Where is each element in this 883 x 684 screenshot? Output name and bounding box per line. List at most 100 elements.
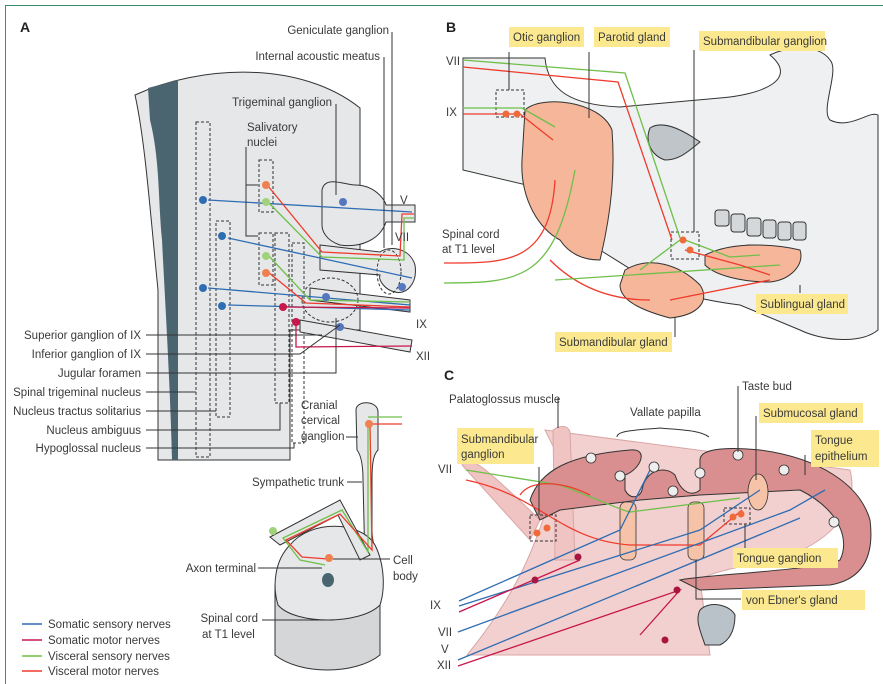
highlight xyxy=(733,548,838,568)
nerve-path-vm xyxy=(443,179,651,301)
nucleus-tractus-solitarius-box xyxy=(215,220,231,418)
label-inferior-ganglion-ix: Inferior ganglion of IX xyxy=(32,349,142,361)
nerve-path-sm xyxy=(282,306,411,309)
label-spinal-cord-line2: at T1 level xyxy=(202,629,255,641)
label-sympathetic-trunk: Sympathetic trunk xyxy=(252,477,344,489)
neuron-markers xyxy=(199,181,406,331)
neuron-star-icon xyxy=(269,527,277,535)
highlight xyxy=(759,403,863,423)
label-submandibular-gland: Submandibular gland xyxy=(559,337,668,349)
label-hypoglossal-nucleus: Hypoglossal nucleus xyxy=(36,443,142,455)
panel-a: A xyxy=(13,19,430,671)
nerve-path-vm xyxy=(465,479,743,546)
nerve-path-vm xyxy=(267,271,411,308)
ganglion-cell-icon xyxy=(502,110,510,118)
neuron-star-icon xyxy=(365,420,373,428)
nerve-path-vs xyxy=(267,201,414,261)
nerve-path-vs xyxy=(443,169,781,284)
nerve-path-ss xyxy=(457,517,801,661)
label-cell-body-line2: body xyxy=(393,571,418,583)
central-canal xyxy=(322,573,334,587)
highlight xyxy=(457,428,534,464)
label-nerve-v: V xyxy=(441,644,449,656)
motor-terminal-icon xyxy=(574,553,582,561)
sensory-terminal-icon xyxy=(199,284,207,292)
nerve-path-sm xyxy=(295,320,413,348)
label-nucleus-ambiguus: Nucleus ambiguus xyxy=(46,425,141,437)
label-cranial-cervical-ganglion: Cranial xyxy=(301,400,337,412)
leader xyxy=(146,318,337,374)
ganglion-cell-icon xyxy=(398,283,406,291)
label-spinal-trigeminal-nucleus: Spinal trigeminal nucleus xyxy=(13,387,141,399)
label-tongue-ganglion: Tongue ganglion xyxy=(737,553,821,565)
submandibular-gland xyxy=(619,262,705,319)
legend-label: Somatic sensory nerves xyxy=(48,619,171,631)
nerve-path-vm xyxy=(462,66,673,241)
hypoglossal-nucleus-box xyxy=(291,242,305,444)
leader xyxy=(146,324,341,355)
label-nerve-ix: IX xyxy=(430,600,441,612)
ganglion-cell-icon xyxy=(339,198,347,206)
neuron-star-icon xyxy=(543,524,551,532)
spinal-cord-section xyxy=(274,525,384,621)
sensory-terminal-icon xyxy=(218,232,226,240)
spinal-trigeminal-nucleus-box xyxy=(195,121,211,458)
label-cranial-cervical-ganglion-line3: ganglion xyxy=(301,431,344,443)
nerve-path-ss xyxy=(207,287,411,306)
highlight xyxy=(509,27,584,47)
figure-frame xyxy=(5,5,883,684)
nerve-path-ss xyxy=(458,469,651,602)
taste-buds xyxy=(585,449,840,528)
brainstem xyxy=(134,71,361,461)
highlight xyxy=(742,590,865,610)
label-tongue-epithelium: Tongue xyxy=(815,435,853,447)
label-jugular-foramen: Jugular foramen xyxy=(58,368,141,380)
neuron-star-icon xyxy=(262,269,270,277)
label-salivatory-nuclei-line2: nuclei xyxy=(247,137,277,149)
label-cranial-cervical-ganglion-line2: cervical xyxy=(301,415,340,427)
nerve-path-vm xyxy=(519,483,591,496)
label-nerve-ix: IX xyxy=(416,319,427,331)
panel-c: C xyxy=(430,367,879,672)
legend: Somatic sensory nerves Somatic motor ner… xyxy=(22,619,171,678)
nerve-path-vs xyxy=(463,107,556,128)
sensory-terminal-icon xyxy=(218,302,226,310)
legend-label: Visceral motor nerves xyxy=(48,666,159,678)
nerve-path-ss xyxy=(227,237,413,279)
label-palatoglossus-muscle: Palatoglossus muscle xyxy=(449,394,560,406)
label-submucosal-gland: Submucosal gland xyxy=(763,408,858,420)
highlight xyxy=(756,294,848,314)
label-nucleus-tractus-solitarius: Nucleus tractus solitarius xyxy=(13,406,141,418)
panel-b-letter: B xyxy=(446,19,456,35)
muscle-fan xyxy=(461,460,541,541)
neuron-star-icon xyxy=(686,246,694,254)
highlight xyxy=(699,31,825,51)
label-nerve-xii: XII xyxy=(416,351,430,363)
sensory-terminal-icon xyxy=(199,196,207,204)
hypoglossal-nerve-tube xyxy=(299,319,413,353)
label-axon-terminal: Axon terminal xyxy=(186,563,256,575)
label-spinal-cord: Spinal cord xyxy=(442,229,500,241)
nucleus-ambiguus-box xyxy=(274,232,290,404)
leader xyxy=(146,403,281,431)
motor-terminal-icon xyxy=(531,576,539,584)
parotid-gland xyxy=(521,101,614,261)
panel-a-letter: A xyxy=(20,19,30,35)
leader xyxy=(695,560,741,600)
nerve-path-vm xyxy=(669,249,771,301)
nerve-path-ss xyxy=(457,489,826,633)
label-salivatory-nuclei: Salivatory xyxy=(247,122,298,134)
label-nerve-vii: VII xyxy=(395,232,409,244)
label-trigeminal-ganglion: Trigeminal ganglion xyxy=(232,97,332,109)
label-nerve-ix: IX xyxy=(446,107,457,119)
neuron-star-icon xyxy=(679,236,687,244)
sublingual-gland xyxy=(704,244,802,283)
neuron-star-icon xyxy=(325,554,333,562)
motor-terminal-icon xyxy=(673,586,681,594)
label-von-ebners-gland: von Ebner's gland xyxy=(746,595,838,607)
ganglion-cell-icon xyxy=(336,323,344,331)
neuron-star-icon xyxy=(262,252,270,260)
label-submandibular-ganglion-line2: ganglion xyxy=(461,449,504,461)
trigeminal-nerve-tube xyxy=(321,181,416,247)
nerve-path-vs xyxy=(267,254,411,303)
